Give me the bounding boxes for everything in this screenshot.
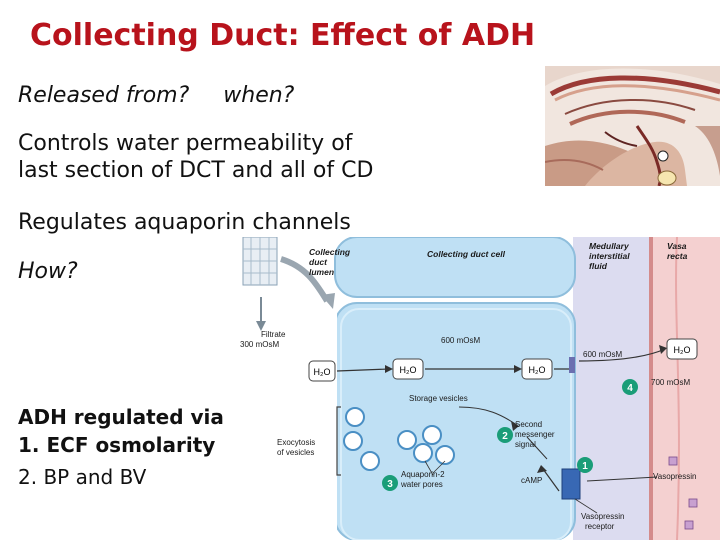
filtrate-label: Filtrate bbox=[261, 330, 286, 339]
interstitial-label-3: fluid bbox=[589, 261, 608, 271]
collecting-duct-diagram: H₂O H₂O H₂O H₂O 1 2 3 4 Collecting duct bbox=[237, 237, 720, 540]
question-line: Released from? when? bbox=[18, 82, 294, 109]
how-text: How? bbox=[18, 259, 78, 284]
interstitial-fluid-region bbox=[573, 237, 651, 540]
second-messenger-label-1: Second bbox=[515, 420, 542, 429]
storage-vesicles-label: Storage vesicles bbox=[409, 394, 468, 403]
h2o-lumen-badge bbox=[308, 360, 336, 382]
duct-cell-upper bbox=[334, 237, 576, 298]
osm-700-label: 700 mOsM bbox=[651, 378, 690, 387]
step-1-marker bbox=[577, 457, 593, 473]
list-item-ecf: 1. ECF osmolarity bbox=[18, 433, 216, 457]
vasopressin-receptor-icon bbox=[561, 468, 581, 500]
controls-line-2: last section of DCT and all of CD bbox=[18, 158, 374, 183]
osm-600-cell-label: 600 mOsM bbox=[441, 336, 480, 345]
step-3-marker bbox=[382, 475, 398, 491]
step-1-label: 1 bbox=[582, 461, 588, 472]
vasa-recta-region bbox=[651, 237, 720, 540]
h2o-label-basolateral: H₂O bbox=[529, 365, 546, 375]
receptor-label-2: receptor bbox=[585, 522, 615, 531]
step-3-label: 3 bbox=[387, 479, 393, 490]
regulates-text: Regulates aquaporin channels bbox=[18, 210, 351, 235]
interstitial-label-2: interstitial bbox=[589, 251, 630, 261]
receptor-label-1: Vasopressin bbox=[581, 512, 624, 521]
second-messenger-label-2: messenger bbox=[515, 430, 555, 439]
vasa-recta-label-1: Vasa bbox=[667, 241, 687, 251]
h2o-label-blood: H₂O bbox=[674, 345, 691, 355]
step-4-marker bbox=[622, 379, 638, 395]
step-2-label: 2 bbox=[502, 431, 508, 442]
h2o-label-lumen: H₂O bbox=[314, 367, 331, 377]
camp-label: cAMP bbox=[521, 476, 542, 485]
duct-cell-label: Collecting duct cell bbox=[427, 249, 506, 259]
second-messenger-label-3: signal bbox=[515, 440, 536, 449]
aquaporin-label-1: Aquaporin-2 bbox=[401, 470, 445, 479]
released-from-text: Released from? bbox=[18, 83, 190, 108]
h2o-label-cell: H₂O bbox=[400, 365, 417, 375]
aquaporin-label-2: water pores bbox=[400, 480, 443, 489]
when-text: when? bbox=[223, 83, 295, 108]
slide-title: Collecting Duct: Effect of ADH bbox=[30, 18, 536, 53]
storage-vesicles bbox=[397, 425, 455, 465]
exocytosis-label-1: Exocytosis bbox=[277, 438, 315, 447]
filtrate-osm-label: 300 mOsM bbox=[240, 340, 279, 349]
step-4-label: 4 bbox=[627, 383, 633, 394]
list-item-bp: 2. BP and BV bbox=[18, 465, 147, 489]
step-2-marker bbox=[497, 427, 513, 443]
brain-section-illustration bbox=[545, 66, 720, 186]
exocytosis-label-2: of vesicles bbox=[277, 448, 314, 457]
controls-line-1: Controls water permeability of bbox=[18, 131, 353, 156]
lumen-label-1: Collecting bbox=[309, 247, 351, 257]
interstitial-label-1: Medullary bbox=[589, 241, 630, 251]
adh-regulated-heading: ADH regulated via bbox=[18, 405, 224, 429]
osm-600-fluid-label: 600 mOsM bbox=[583, 350, 622, 359]
lumen-label-2: duct bbox=[309, 257, 328, 267]
vasopressin-molecule-icon bbox=[668, 456, 678, 466]
vasopressin-label: Vasopressin bbox=[653, 472, 696, 481]
lumen-label-3: lumen bbox=[309, 267, 334, 277]
vasa-recta-label-2: recta bbox=[667, 251, 688, 261]
